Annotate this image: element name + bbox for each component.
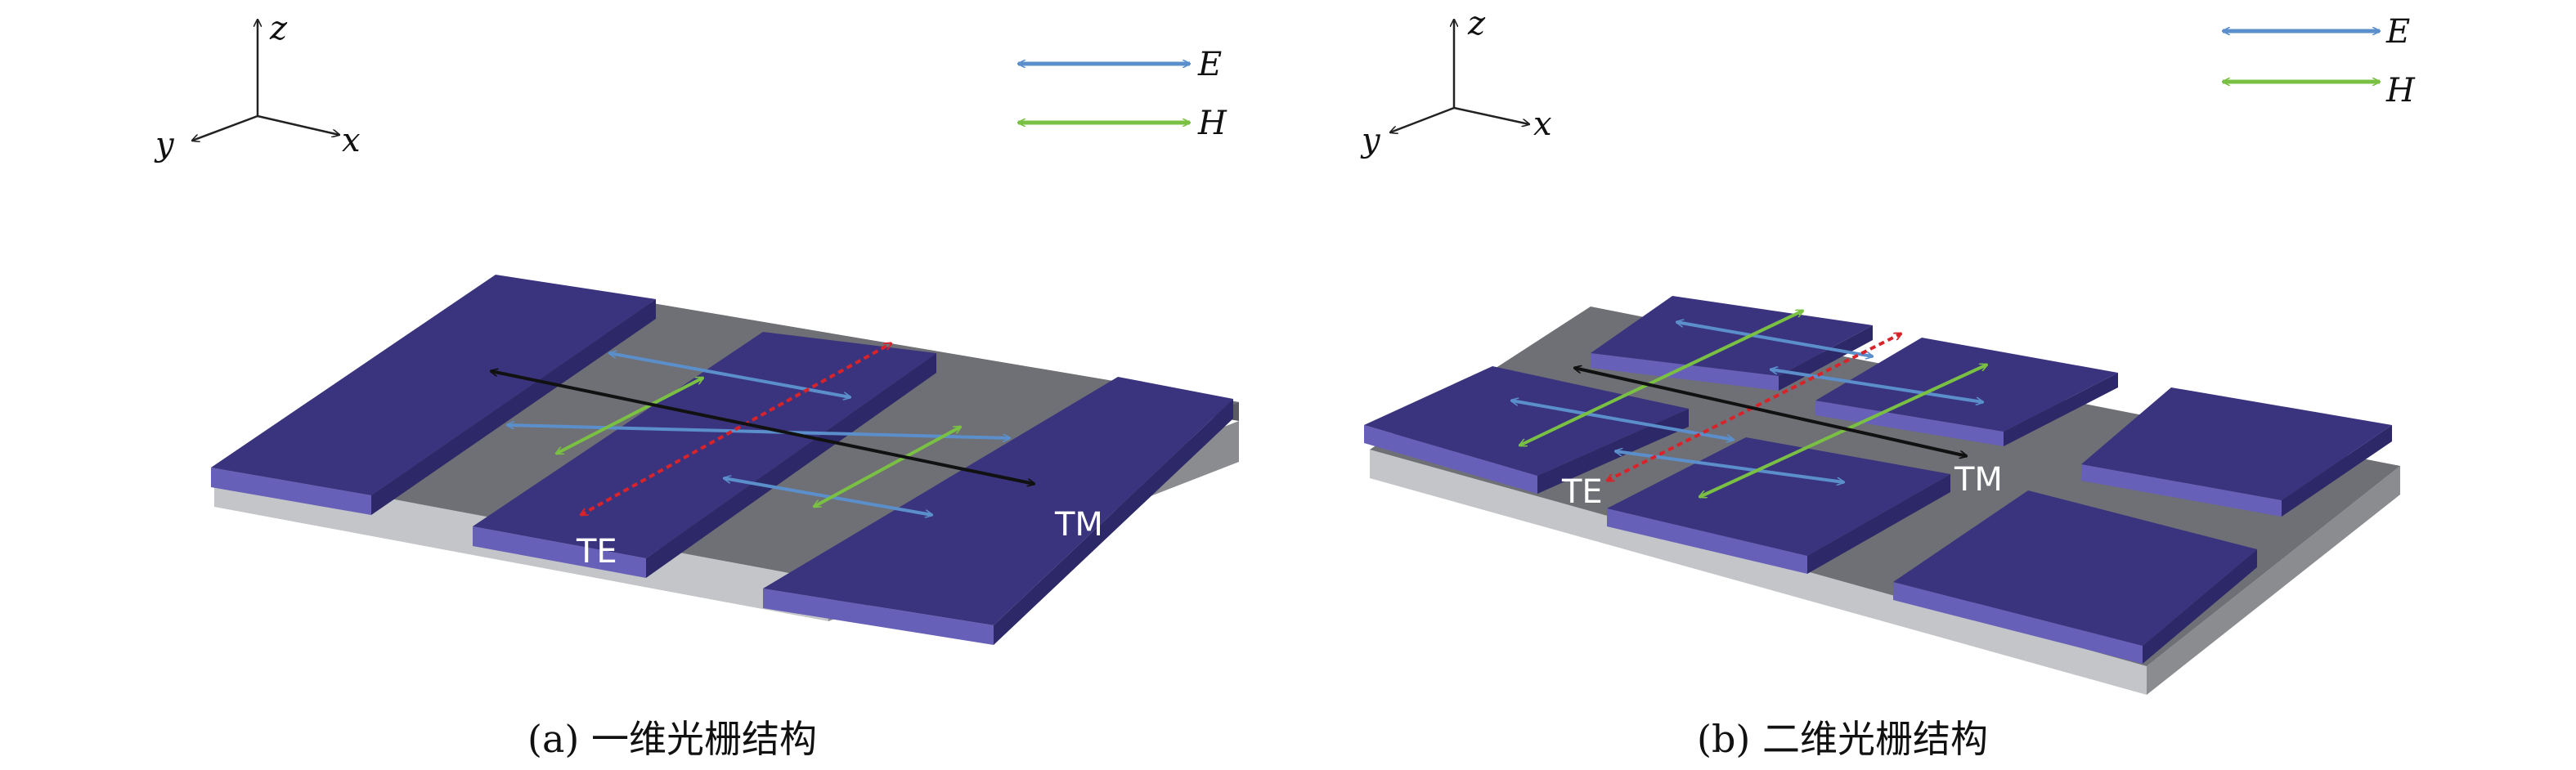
- x-axis-b: [1453, 106, 1529, 124]
- field-arrows-b: [1511, 309, 1987, 499]
- legend-b: E H: [2223, 13, 2416, 110]
- tm-label-a: TM: [1054, 506, 1103, 544]
- te-label-b: TE: [1561, 473, 1603, 511]
- z-axis-label-b: z: [1467, 5, 1486, 43]
- axes-b: [1390, 20, 1529, 132]
- y-axis-label-a: y: [154, 126, 175, 163]
- tm-arrow-b: [1574, 368, 1967, 456]
- te-label-a: TE: [576, 533, 617, 571]
- field-arrows-a: [491, 342, 1034, 515]
- x-axis-label-a: x: [342, 122, 361, 159]
- e-legend-label-b: E: [2385, 13, 2410, 51]
- y-axis-b: [1390, 106, 1455, 132]
- substrate-right-b: [2147, 466, 2400, 695]
- caption-a: (a) 一维光栅结构: [527, 717, 817, 761]
- y-axis-a: [192, 114, 258, 141]
- grating-block-b-3: [2081, 387, 2392, 517]
- z-axis-label-a: z: [269, 10, 288, 47]
- grating-block-b-6: [1893, 490, 2257, 664]
- h-legend-label-b: H: [2385, 72, 2416, 110]
- panel-b: z y x E H: [1360, 5, 2416, 695]
- tm-label-b: TM: [1954, 461, 2003, 499]
- y-axis-label-b: y: [1360, 122, 1381, 159]
- e-legend-label-a: E: [1197, 46, 1222, 83]
- substrate-front-b: [1370, 450, 2147, 695]
- h-legend-label-a: H: [1197, 105, 1227, 142]
- panel-a: z y x E H: [154, 10, 1239, 645]
- tm-arrow-a: [491, 371, 1034, 484]
- x-axis-a: [257, 114, 339, 135]
- axes-a: [192, 20, 339, 141]
- legend-a: E H: [1018, 46, 1227, 142]
- caption-b: (b) 二维光栅结构: [1697, 717, 1988, 761]
- grating-bar-a-3: [763, 377, 1233, 645]
- x-axis-label-b: x: [1533, 105, 1552, 143]
